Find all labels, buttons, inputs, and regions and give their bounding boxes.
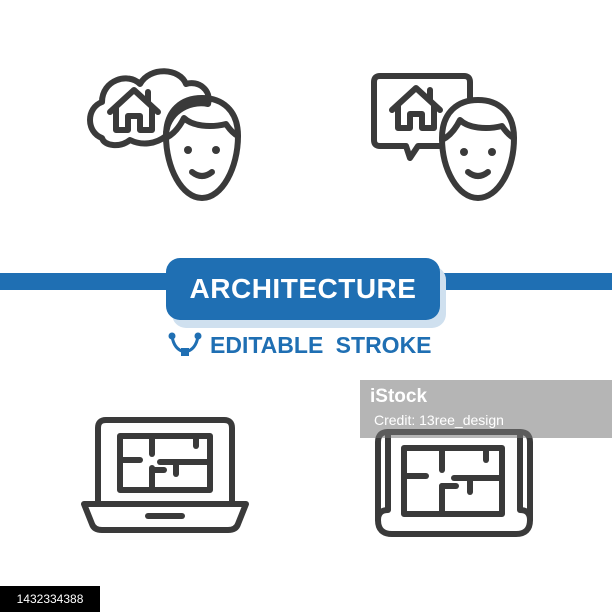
subtitle-text: EDITABLE STROKE xyxy=(210,331,432,358)
vector-nodes-icon xyxy=(168,332,202,356)
laptop-floor-plan-icon xyxy=(81,417,249,533)
thought-bubble-house-person-icon xyxy=(87,68,241,201)
editable-stroke-label: EDITABLE STROKE xyxy=(168,330,432,360)
watermark-credit: Credit: 13ree_design xyxy=(374,412,504,428)
banner-stripe-left xyxy=(0,273,172,290)
speech-bubble-house-person-icon xyxy=(371,73,517,201)
banner-stripe-right xyxy=(440,273,612,290)
title-badge: ARCHITECTURE xyxy=(166,258,440,320)
image-id-label: 1432334388 xyxy=(0,586,100,612)
blueprint-floor-plan-icon xyxy=(375,429,533,537)
watermark: iStock Credit: 13ree_design xyxy=(360,380,612,438)
title-text: ARCHITECTURE xyxy=(189,273,417,304)
watermark-logo: iStock xyxy=(370,386,428,407)
